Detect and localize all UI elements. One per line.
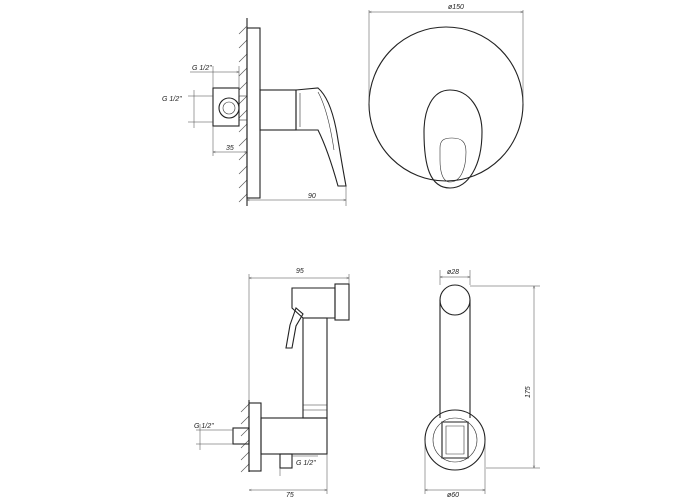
shower-width-label: 95 — [296, 268, 304, 275]
shower-outlet-fitting — [279, 453, 293, 469]
shower-depth-label: 75 — [286, 492, 294, 499]
shower-front-view: ø28 175 ø60 — [424, 269, 540, 499]
lever-handle — [295, 87, 347, 187]
wall-hatching — [238, 25, 248, 203]
holder-body — [260, 417, 328, 455]
hose-tube — [302, 317, 328, 419]
shower-head-circle — [439, 284, 471, 316]
inlet-port — [218, 97, 240, 119]
cover-plate-circle — [368, 26, 524, 182]
shower-flange-diameter-label: ø60 — [447, 492, 459, 499]
mixer-diameter-label: ø150 — [448, 4, 464, 11]
shower-thread-left-label: G 1/2" — [194, 423, 214, 430]
shower-head — [291, 287, 336, 319]
cover-plate — [246, 27, 261, 199]
shower-thread-bottom-label: G 1/2" — [296, 460, 316, 467]
shower-trigger — [285, 307, 304, 349]
shower-wall-hatching — [240, 403, 250, 473]
shower-side-view: 95 G 1/2" G 1/2" 75 — [194, 268, 350, 499]
valve-body — [259, 89, 297, 131]
mixer-thread-left-label: G 1/2" — [162, 96, 182, 103]
shower-height-label: 175 — [525, 386, 532, 398]
mixer-front-view: ø150 — [368, 4, 524, 189]
mixer-side-view: G 1/2" G 1/2" 35 90 — [162, 18, 347, 206]
holder-front — [441, 421, 469, 459]
shower-nozzle — [334, 283, 350, 321]
mixer-depth-label: 90 — [308, 193, 316, 200]
shower-head-diameter-label: ø28 — [447, 269, 459, 276]
mixer-thread-top-label: G 1/2" — [192, 65, 212, 72]
lever-outline — [423, 89, 483, 189]
mixer-offset-label: 35 — [226, 145, 234, 152]
shower-plate — [248, 402, 262, 472]
shower-flange — [424, 409, 486, 471]
lever-grip — [439, 137, 467, 183]
shower-inlet-fitting — [232, 427, 250, 445]
